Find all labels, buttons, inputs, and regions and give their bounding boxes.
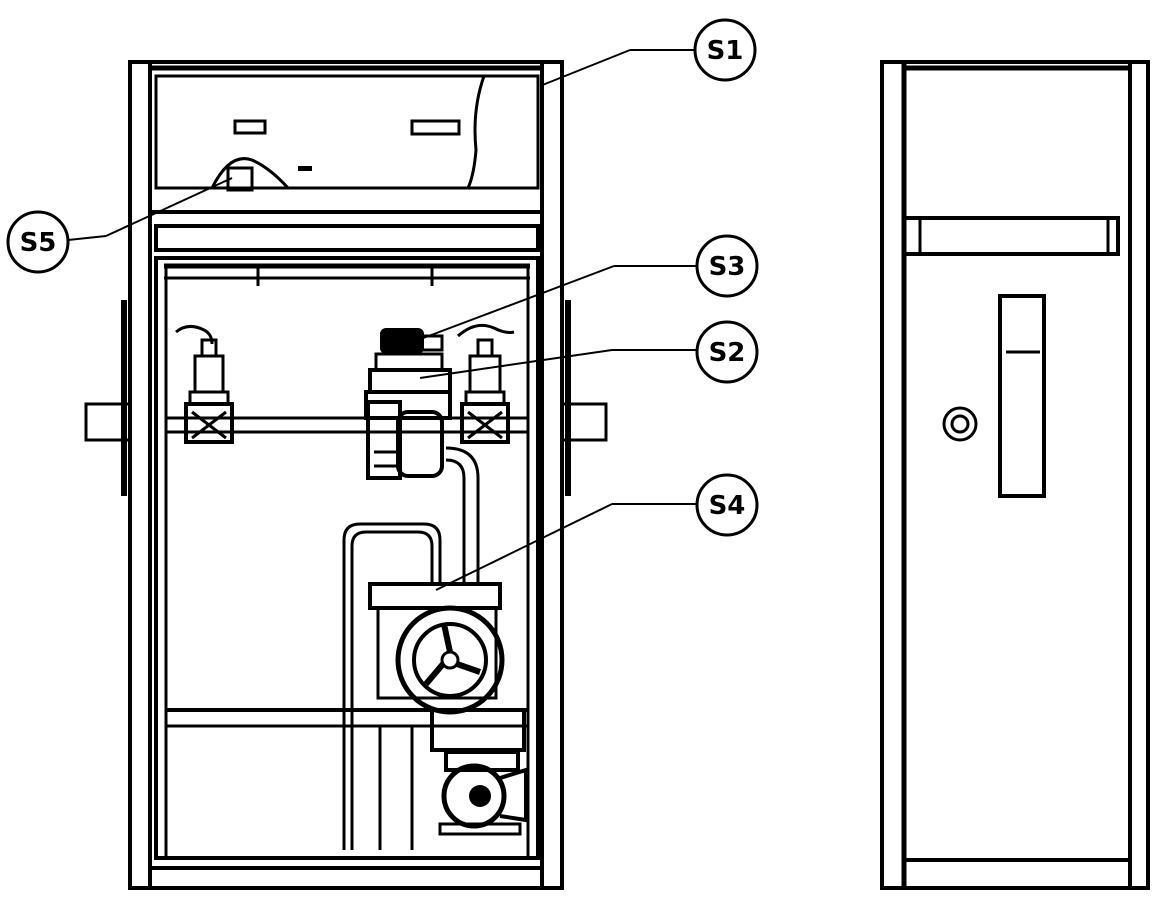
callout-s2: S2 [419, 320, 759, 384]
callout-s1: S1 [539, 18, 757, 87]
side-view-cabinet [880, 60, 1150, 890]
left-solenoid-valve [175, 325, 234, 444]
callout-s4-label: S4 [709, 491, 746, 521]
right-solenoid-valve [457, 323, 515, 444]
callout-s1-label: S1 [707, 36, 744, 66]
callout-s3: S3 [417, 234, 759, 341]
side-knob-icon [942, 406, 978, 442]
control-box [154, 74, 540, 192]
callout-s4: S4 [435, 473, 759, 591]
callout-s5: S5 [6, 177, 233, 274]
callout-s2-label: S2 [709, 338, 746, 368]
circulator-pump [438, 750, 528, 836]
front-view-cabinet [84, 60, 608, 890]
callout-s5-label: S5 [20, 228, 57, 258]
gas-valve-assembly [364, 328, 452, 480]
side-window [998, 294, 1046, 498]
callout-s3-label: S3 [709, 252, 746, 282]
